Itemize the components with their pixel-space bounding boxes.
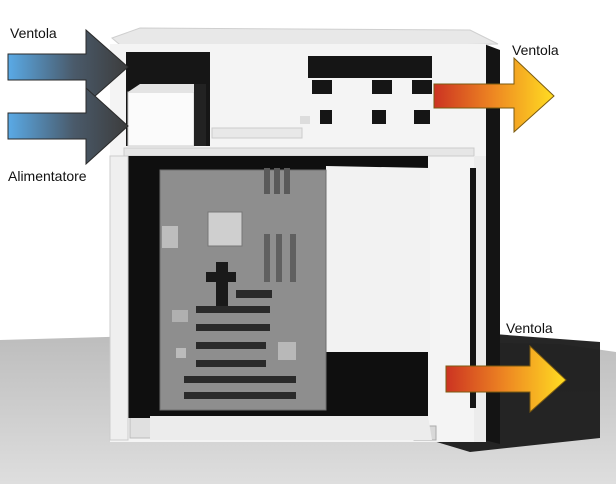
rear-panel — [470, 156, 486, 442]
exhaust-top-fan-label: Ventola — [512, 42, 559, 58]
exhaust-bottom-fan-label: Ventola — [506, 320, 553, 336]
intake-arrow-fan — [7, 28, 129, 106]
exhaust-arrow-top — [433, 56, 555, 134]
exhaust-arrow-bottom — [445, 344, 567, 414]
motherboard — [159, 168, 327, 411]
power-supply-label: Alimentatore — [8, 168, 87, 184]
drive-bays — [211, 56, 432, 139]
drive-shelf — [123, 147, 475, 157]
intake-fan-label: Ventola — [10, 25, 57, 41]
intake-arrow-psu — [7, 86, 129, 166]
power-supply — [126, 52, 210, 147]
